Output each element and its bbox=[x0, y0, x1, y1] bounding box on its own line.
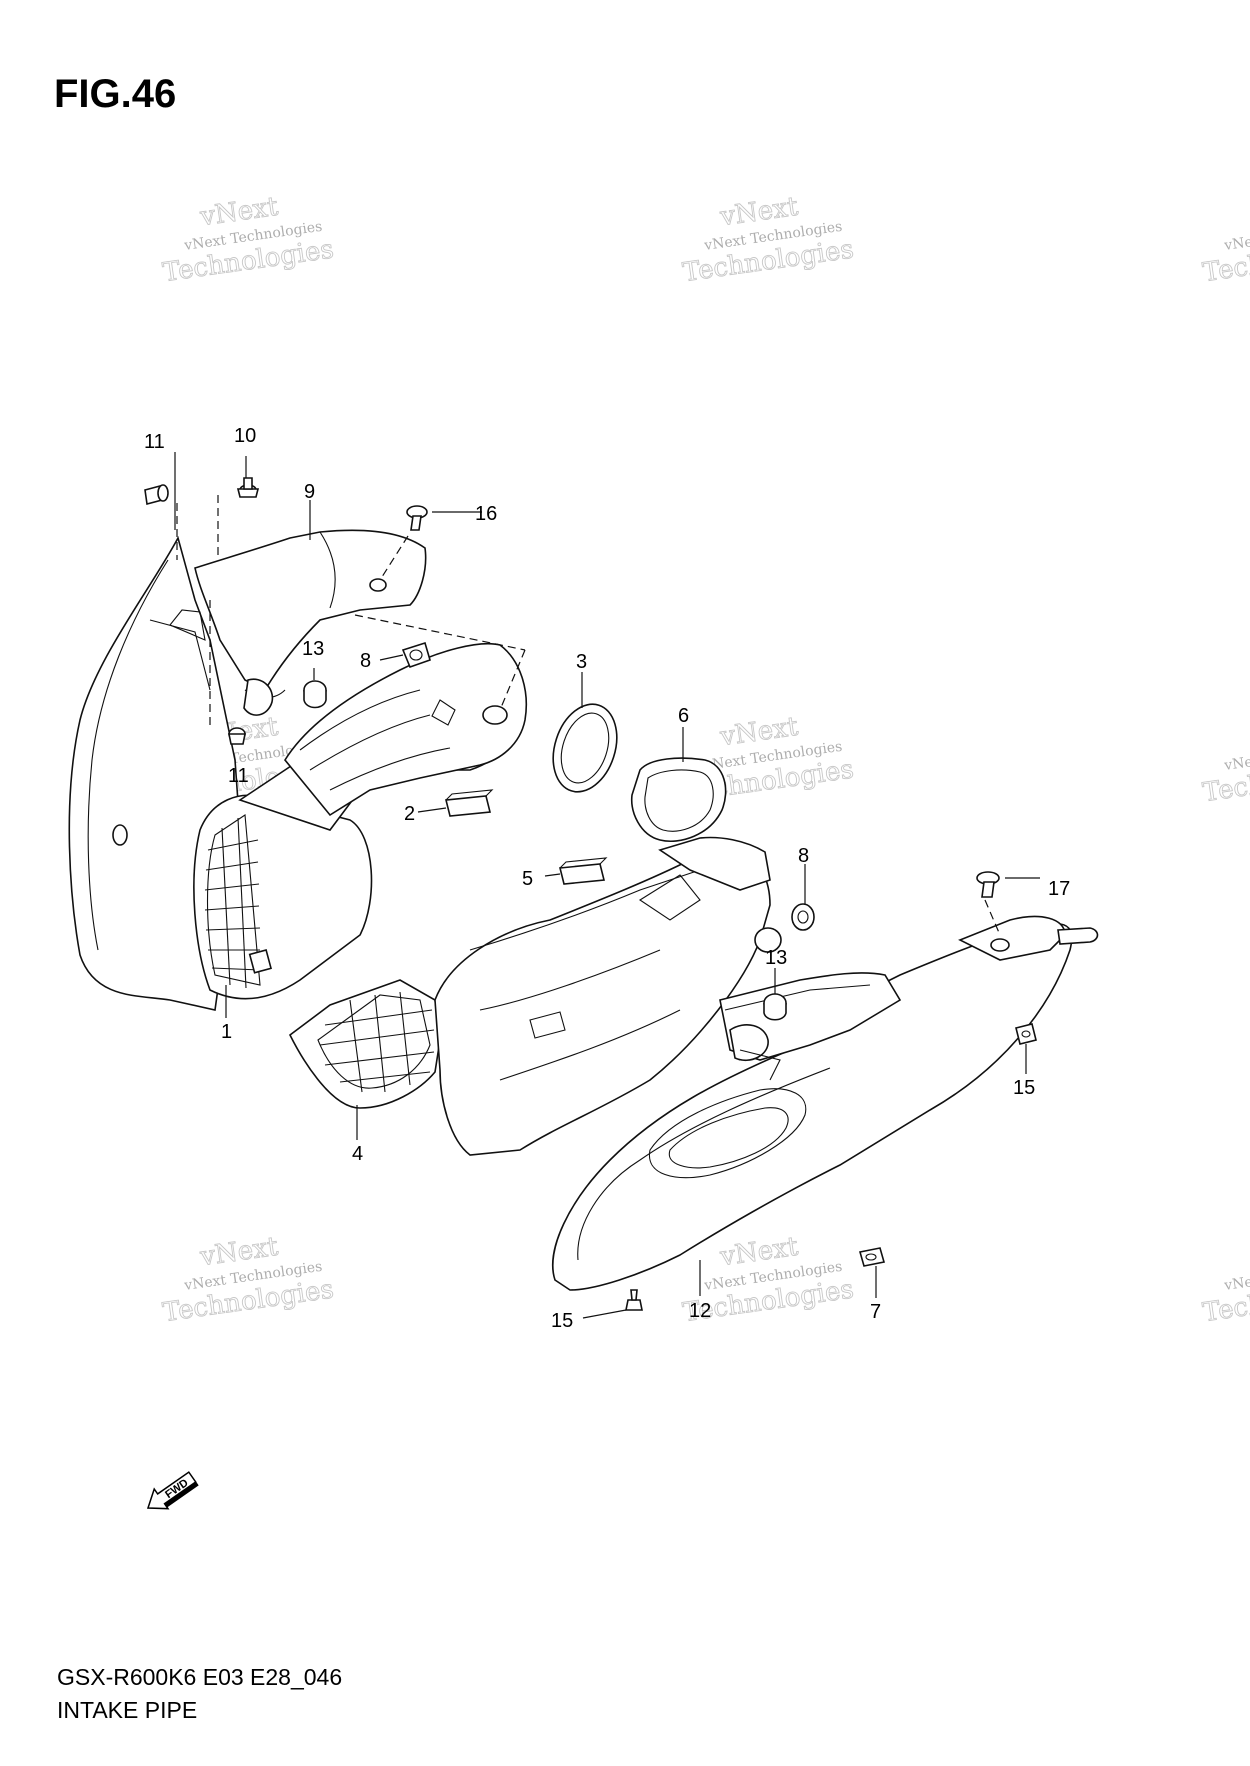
callout-11-lower: 11 bbox=[228, 765, 249, 787]
part-1-grille bbox=[204, 814, 261, 989]
part-17-nut bbox=[1015, 1023, 1037, 1045]
part-13-grommet-upper bbox=[303, 680, 327, 709]
callout-1: 1 bbox=[221, 1021, 232, 1043]
callout-12: 11 bbox=[144, 431, 165, 453]
part-6-gasket bbox=[631, 757, 727, 842]
watermark: vNext vNext Technologies Technologies bbox=[160, 191, 335, 288]
callout-17: 15 bbox=[1013, 1077, 1035, 1099]
callout-13-upper: 13 bbox=[302, 638, 324, 660]
callout-10: 12 bbox=[689, 1300, 711, 1322]
callout-15-upper: 16 bbox=[475, 503, 497, 525]
part-5-cushion bbox=[558, 857, 608, 885]
part-8-damper-upper bbox=[401, 641, 431, 669]
callout-2: 2 bbox=[404, 803, 415, 825]
callout-16: 15 bbox=[551, 1310, 573, 1332]
callout-8-right: 8 bbox=[798, 845, 809, 867]
leader-lines bbox=[174, 452, 1040, 1319]
part-16-screw bbox=[625, 1289, 643, 1311]
callout-13-lower: 13 bbox=[765, 947, 787, 969]
callout-7: 7 bbox=[870, 1301, 881, 1323]
svg-text:vNext Technologies: vNext Technologies bbox=[1222, 219, 1250, 254]
callout-15-right: 17 bbox=[1048, 878, 1070, 900]
watermark: vNext vNext Technologies Technologies bbox=[160, 1231, 335, 1328]
part-8-damper-right bbox=[791, 903, 815, 931]
callout-8-upper: 8 bbox=[360, 650, 371, 672]
model-code: GSX-R600K6 E03 E28_046 bbox=[57, 1664, 343, 1690]
part-4-mesh-screen bbox=[317, 991, 435, 1093]
part-7-nut bbox=[858, 1247, 886, 1267]
part-11-clip-upper bbox=[236, 477, 260, 498]
callout-3: 3 bbox=[576, 651, 587, 673]
callout-6: 6 bbox=[678, 705, 689, 727]
part-10-side-intake-cover bbox=[551, 915, 1099, 1291]
watermark: vNext vNext Technologies Technologies bbox=[680, 191, 855, 288]
part-2-cushion bbox=[444, 789, 494, 817]
part-11-clip-lower bbox=[228, 727, 246, 745]
part-12-plug bbox=[144, 484, 169, 506]
callout-5: 5 bbox=[522, 868, 533, 890]
callout-9: 9 bbox=[304, 481, 315, 503]
mid-intake-duct bbox=[284, 642, 528, 817]
watermark: vNext Technologies Technologies bbox=[1200, 739, 1250, 809]
callout-4: 4 bbox=[352, 1143, 363, 1165]
section-name: INTAKE PIPE bbox=[57, 1697, 198, 1723]
assembly-lines bbox=[176, 495, 1001, 936]
forward-direction-icon: FWD bbox=[146, 1471, 199, 1510]
callouts: 11 10 9 16 13 8 3 6 11 2 5 8 17 13 1 15 … bbox=[144, 425, 1070, 1332]
part-3-seal-ring bbox=[552, 703, 618, 793]
watermark: vNext Technologies Technologies bbox=[1200, 219, 1250, 289]
svg-text:vNext Technologies: vNext Technologies bbox=[1222, 1259, 1250, 1294]
svg-text:vNext Technologies: vNext Technologies bbox=[1222, 739, 1250, 774]
figure-title: FIG.46 bbox=[54, 72, 177, 116]
watermark: vNext Technologies Technologies bbox=[1200, 1259, 1250, 1329]
part-9-upper-intake-pipe bbox=[194, 529, 427, 716]
part-15-screw-right bbox=[976, 871, 1000, 898]
part-4-lower-intake-duct bbox=[288, 836, 782, 1156]
callout-11-upper: 10 bbox=[234, 425, 256, 447]
part-15-screw-upper bbox=[406, 505, 428, 531]
part-13-grommet-lower bbox=[763, 993, 787, 1021]
